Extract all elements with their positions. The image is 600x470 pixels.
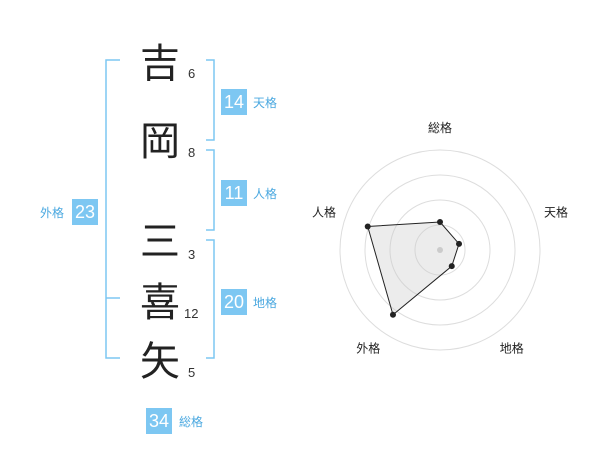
jinkaku-bracket xyxy=(206,149,215,231)
stroke-count-4: 12 xyxy=(184,306,199,321)
radar-center-dot xyxy=(437,247,443,253)
tenkaku-label: 天格 xyxy=(253,96,278,110)
radar-point-1 xyxy=(437,219,443,225)
gaikaku-bracket xyxy=(105,59,120,359)
stroke-count-3: 3 xyxy=(188,247,196,262)
jinkaku-label: 人格 xyxy=(253,187,278,201)
radar-axis-label-3: 地格 xyxy=(500,341,524,356)
radar-point-3 xyxy=(448,263,455,270)
radar-polygon xyxy=(367,221,460,316)
radar-axis-label-5: 人格 xyxy=(312,204,336,219)
chikaku-value: 20 xyxy=(221,289,247,315)
radar-axis-label-2: 天格 xyxy=(544,204,568,219)
stroke-count-1: 6 xyxy=(188,66,196,81)
name-char-1: 吉 xyxy=(140,41,180,87)
radar-point-4 xyxy=(389,311,396,318)
name-char-4: 喜 xyxy=(140,280,180,326)
radar-ring-4 xyxy=(339,149,541,351)
soukaku-label: 総格 xyxy=(179,415,204,429)
soukaku-value: 34 xyxy=(146,408,172,434)
tenkaku-value: 14 xyxy=(221,89,247,115)
stroke-count-5: 5 xyxy=(188,365,196,380)
tenkaku-bracket xyxy=(206,59,215,141)
gaikaku-value: 23 xyxy=(72,199,98,225)
jinkaku-value: 11 xyxy=(221,180,247,206)
radar-axis-label-1: 総格 xyxy=(428,120,452,135)
radar-point-2 xyxy=(456,240,463,247)
radar-ring-3 xyxy=(364,174,516,326)
gaikaku-label: 外格 xyxy=(40,206,65,220)
radar-ring-2 xyxy=(389,199,491,301)
radar-axis-label-4: 外格 xyxy=(356,341,380,356)
name-char-2: 岡 xyxy=(140,119,180,165)
name-char-3: 三 xyxy=(140,219,180,265)
name-char-5: 矢 xyxy=(140,339,180,385)
chikaku-bracket xyxy=(206,239,215,359)
chikaku-label: 地格 xyxy=(253,296,278,310)
stroke-count-2: 8 xyxy=(188,145,196,160)
radar-point-5 xyxy=(364,223,371,230)
